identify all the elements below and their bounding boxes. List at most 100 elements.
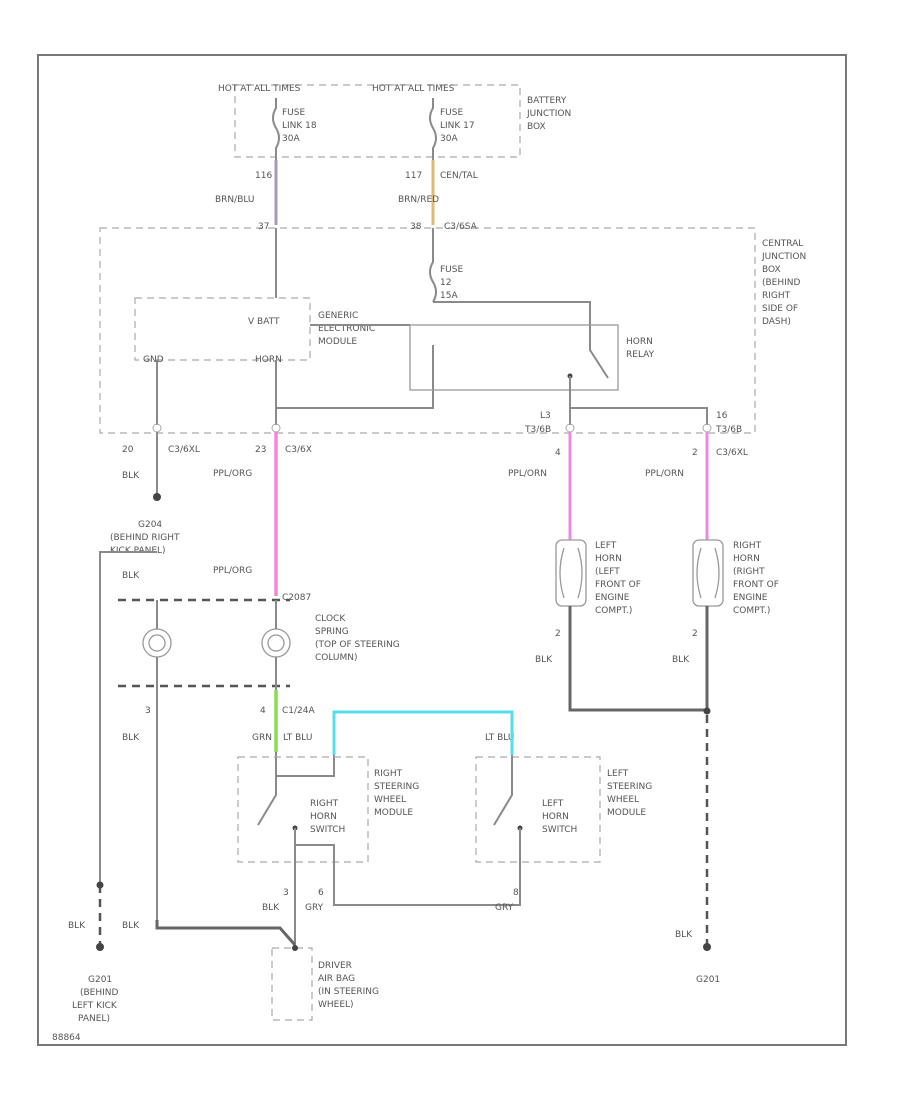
svg-text:BOX: BOX	[762, 265, 781, 275]
svg-text:WHEEL: WHEEL	[607, 795, 639, 805]
cjb-bottom-conn-4: T3/6B	[715, 425, 742, 435]
svg-text:COMPT.): COMPT.)	[733, 606, 770, 616]
bottom-blk-left: BLK	[68, 921, 86, 931]
svg-text:SWITCH: SWITCH	[310, 825, 345, 835]
g201-right-blk: BLK	[675, 930, 693, 940]
svg-text:(RIGHT: (RIGHT	[733, 567, 765, 577]
central-junction-box-outline	[99, 227, 756, 434]
svg-text:SIDE OF: SIDE OF	[762, 304, 798, 314]
left-horn-pin: 4	[555, 448, 561, 458]
left-horn-switch-contact	[493, 755, 513, 826]
g201-left-splice	[96, 881, 104, 889]
horn-ground-splice	[703, 707, 711, 715]
svg-text:JUNCTION: JUNCTION	[526, 109, 571, 119]
bottom-pin-3: 3	[283, 888, 289, 898]
svg-text:15A: 15A	[440, 291, 458, 301]
fuse-12-label: FUSE 12 15A	[440, 265, 463, 301]
wire-117-num: 117	[405, 171, 422, 181]
battery-junction-box-outline	[234, 84, 521, 158]
left-steering-module-outline	[475, 756, 601, 863]
g204-ground-dot	[153, 493, 161, 501]
cjb-bottom-conn-3: T3/6B	[524, 425, 551, 435]
right-horn-switch-contact	[257, 776, 277, 826]
fuse-link-18-label: FUSE LINK 18 30A	[282, 108, 317, 144]
bottom-gry: GRY	[305, 903, 324, 913]
cjb-connector: C3/6SA	[444, 222, 478, 232]
svg-text:BOX: BOX	[527, 122, 546, 132]
cjb-pin-37: 37	[258, 222, 269, 232]
cjb-bottom-pin-l3: L3	[540, 411, 551, 421]
svg-text:RIGHT: RIGHT	[310, 799, 339, 809]
g201-id: G201	[88, 975, 112, 985]
left-horn-switch-label: LEFT HORN SWITCH	[542, 799, 577, 835]
wire-blk-to-airbag	[155, 920, 297, 946]
bottom-pin-8: 8	[513, 888, 519, 898]
right-horn-conn: C3/6XL	[716, 448, 748, 458]
lower-grn: GRN	[252, 733, 272, 743]
svg-text:CLOCK: CLOCK	[315, 614, 346, 624]
wire-116-num: 116	[255, 171, 272, 181]
wire-116-color: BRN/BLU	[215, 195, 255, 205]
wire-left-horn-ground	[568, 606, 707, 712]
right-horn-switch-label: RIGHT HORN SWITCH	[310, 799, 345, 835]
right-horn-wire-color: PPL/ORN	[645, 469, 684, 479]
svg-text:STEERING: STEERING	[374, 782, 419, 792]
svg-text:PANEL): PANEL)	[78, 1014, 110, 1024]
hot-at-all-times-left: HOT AT ALL TIMES	[218, 84, 301, 94]
lower-blk: BLK	[122, 733, 140, 743]
lower-pin-4: 4	[260, 706, 266, 716]
right-horn-pin-2: 2	[692, 629, 698, 639]
svg-text:MODULE: MODULE	[374, 808, 413, 818]
svg-text:ELECTRONIC: ELECTRONIC	[318, 324, 375, 334]
gem-label: GENERIC ELECTRONIC MODULE	[318, 311, 375, 347]
right-steering-module-label: RIGHT STEERING WHEEL MODULE	[374, 769, 419, 818]
svg-text:FRONT OF: FRONT OF	[733, 580, 779, 590]
bottom-blk: BLK	[262, 903, 280, 913]
svg-text:30A: 30A	[282, 134, 300, 144]
cjb-bottom-pin-16: 16	[716, 411, 728, 421]
svg-text:HORN: HORN	[733, 554, 760, 564]
svg-text:BATTERY: BATTERY	[527, 96, 567, 106]
left-horn-blk: BLK	[535, 655, 553, 665]
svg-text:(TOP OF STEERING: (TOP OF STEERING	[315, 640, 400, 650]
svg-text:(BEHIND RIGHT: (BEHIND RIGHT	[110, 533, 180, 543]
svg-text:SPRING: SPRING	[315, 627, 349, 637]
driver-airbag-label: DRIVER AIR BAG (IN STEERING WHEEL)	[318, 961, 379, 1010]
wire-117-color2: BRN/RED	[398, 195, 439, 205]
svg-text:LINK 18: LINK 18	[282, 121, 317, 131]
svg-text:LEFT: LEFT	[542, 799, 564, 809]
svg-text:WHEEL): WHEEL)	[318, 1000, 354, 1010]
svg-text:ENGINE: ENGINE	[733, 593, 768, 603]
svg-text:RIGHT: RIGHT	[762, 291, 791, 301]
svg-text:LINK 17: LINK 17	[440, 121, 475, 131]
svg-text:LEFT KICK: LEFT KICK	[72, 1001, 118, 1011]
fuse-link-17-symbol	[429, 98, 437, 160]
g201-left-ground-dot	[96, 943, 104, 951]
svg-text:COLUMN): COLUMN)	[315, 653, 358, 663]
svg-text:RIGHT: RIGHT	[374, 769, 403, 779]
svg-text:HORN: HORN	[310, 812, 337, 822]
wire-right-switch-gry	[295, 844, 521, 906]
diagram-frame	[37, 54, 847, 1046]
svg-text:AIR BAG: AIR BAG	[318, 974, 355, 984]
wire-relay-to-right	[570, 407, 708, 425]
svg-text:STEERING: STEERING	[607, 782, 652, 792]
svg-text:FRONT OF: FRONT OF	[595, 580, 641, 590]
svg-text:FUSE: FUSE	[440, 265, 463, 275]
gem-outline	[134, 297, 311, 361]
g201-location: (BEHIND LEFT KICK PANEL)	[72, 988, 119, 1024]
wire-left-kick-blk	[99, 551, 157, 885]
svg-text:HORN: HORN	[542, 812, 569, 822]
svg-text:WHEEL: WHEEL	[374, 795, 406, 805]
ppl-org-label-2: PPL/ORG	[213, 566, 252, 576]
svg-text:MODULE: MODULE	[607, 808, 646, 818]
horn-relay-label: HORN RELAY	[626, 337, 655, 360]
left-horn-pin-2: 2	[555, 629, 561, 639]
lower-ltblu-2: LT BLU	[485, 733, 514, 743]
svg-text:(BEHIND: (BEHIND	[762, 278, 801, 288]
lower-conn: C1/24A	[282, 706, 315, 716]
svg-text:DASH): DASH)	[762, 317, 791, 327]
svg-text:LEFT: LEFT	[595, 541, 617, 551]
svg-text:HORN: HORN	[626, 337, 653, 347]
left-blk-1: BLK	[122, 471, 140, 481]
